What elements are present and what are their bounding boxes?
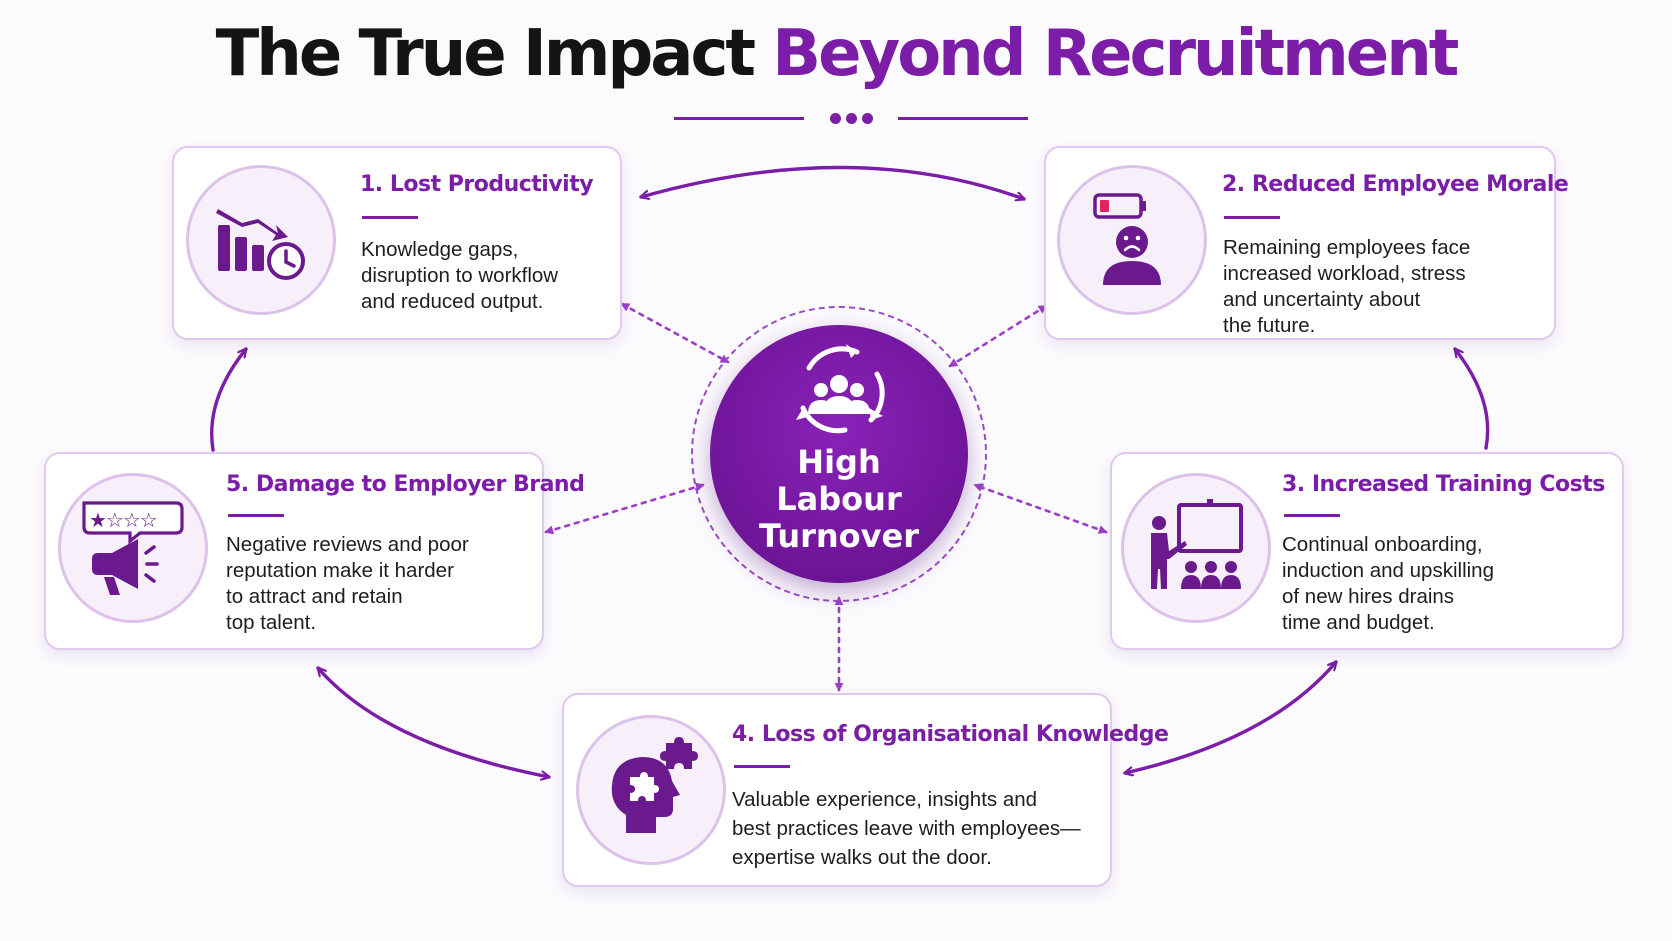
card-2-accent-bar	[1224, 216, 1280, 219]
page-title: The True Impact Beyond Recruitment	[0, 14, 1672, 94]
card-3-icon-circle	[1121, 473, 1271, 623]
title-part-2: Beyond Recruitment	[772, 17, 1459, 91]
arrow-3-4	[1125, 662, 1338, 773]
arrow-1-2	[641, 165, 1024, 199]
megaphone-rating-icon: ★☆☆☆	[82, 501, 184, 595]
card-1-title: 1. Lost Productivity	[360, 172, 594, 197]
card-5-icon-circle: ★☆☆☆	[58, 473, 208, 623]
arrow-5-1	[210, 349, 248, 452]
title-part-1: The True Impact	[215, 17, 756, 91]
card-1-icon-circle	[186, 165, 336, 315]
card-2-description: Remaining employees face increased workl…	[1223, 236, 1471, 337]
title-divider	[674, 110, 1028, 126]
declining-chart-clock-icon	[216, 209, 305, 280]
card-3-accent-bar	[1284, 514, 1340, 517]
arrow-4-5	[316, 668, 549, 777]
center-label: High Labour Turnover	[759, 443, 919, 555]
dotted-link-2	[948, 304, 1048, 368]
arrow-2-3	[1453, 349, 1490, 450]
card-4-accent-bar	[734, 765, 790, 768]
card-3-description: Continual onboarding, induction and upsk…	[1282, 533, 1494, 634]
center-dashed-ring	[691, 306, 987, 602]
card-4-icon-circle	[576, 715, 726, 865]
card-5-title: 5. Damage to Employer Brand	[226, 472, 585, 497]
dotted-link-3	[973, 483, 1108, 534]
svg-text:★☆☆☆: ★☆☆☆	[89, 508, 157, 532]
card-3-title: 3. Increased Training Costs	[1282, 472, 1605, 497]
card-2-icon-circle	[1057, 165, 1207, 315]
card-1-description: Knowledge gaps, disruption to workflow a…	[361, 238, 559, 313]
card-4-title: 4. Loss of Organisational Knowledge	[732, 722, 1169, 747]
people-cycle-icon	[796, 344, 885, 434]
card-5-accent-bar	[228, 514, 284, 517]
card-4-description: Valuable experience, insights and best p…	[732, 788, 1081, 869]
head-puzzle-icon	[611, 737, 698, 833]
center-hub	[710, 325, 968, 583]
card-2-title: 2. Reduced Employee Morale	[1222, 172, 1569, 197]
dotted-link-5	[544, 482, 705, 535]
card-1-accent-bar	[362, 216, 418, 219]
dotted-link-1	[620, 302, 730, 364]
low-battery-sad-person-icon	[1093, 193, 1161, 285]
card-5-description: Negative reviews and poor reputation mak…	[226, 533, 469, 634]
trainer-presentation-icon	[1151, 499, 1243, 589]
